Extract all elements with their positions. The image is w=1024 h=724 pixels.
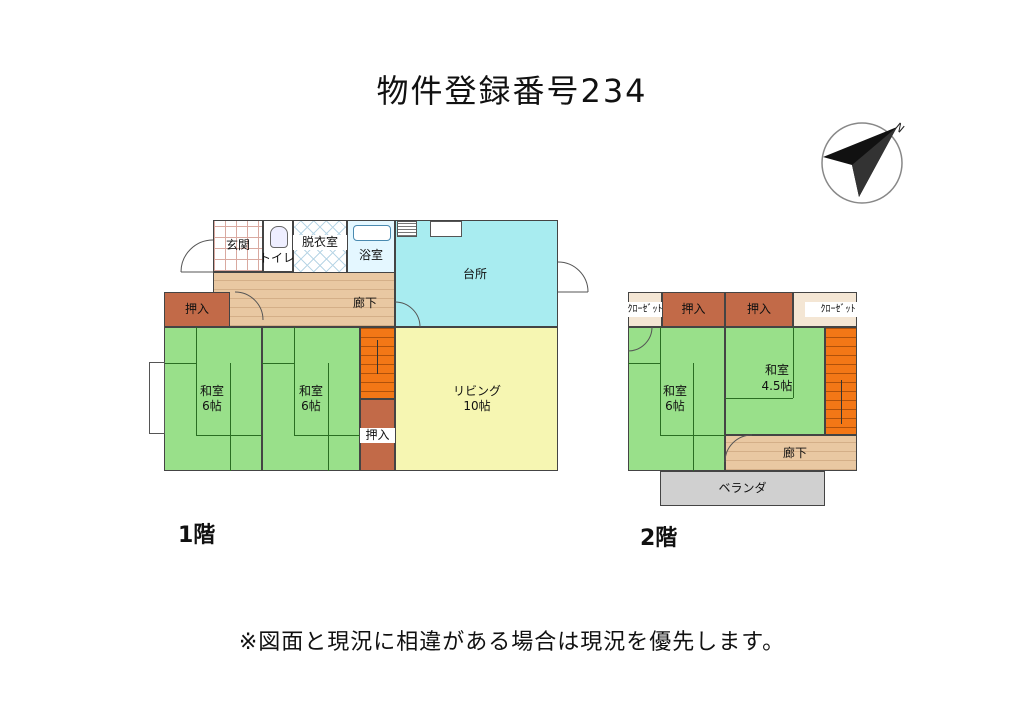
washitsu-left-label-2: 6帖 bbox=[202, 399, 222, 413]
closet-2f-1-label: 押入 bbox=[681, 302, 706, 316]
washitsu-mid bbox=[262, 327, 360, 471]
bath-label: 浴室 bbox=[358, 248, 383, 262]
veranda bbox=[660, 471, 825, 506]
stairs-arrow-icon bbox=[377, 340, 378, 374]
toilet-label: トイレ bbox=[258, 251, 295, 265]
closet-2f-1 bbox=[662, 292, 725, 327]
living-label-1: リビング bbox=[452, 384, 501, 398]
floor2-label: 2階 bbox=[640, 526, 678, 551]
page-title: 物件登録番号234 bbox=[376, 72, 648, 110]
washitsu-mid-label-2: 6帖 bbox=[301, 399, 321, 413]
washitsu-mid-label-1: 和室 bbox=[298, 384, 323, 398]
closet-top bbox=[164, 292, 230, 327]
living-label-2: 10帖 bbox=[463, 399, 491, 413]
closet-2f-2 bbox=[725, 292, 793, 327]
stove-icon bbox=[397, 221, 417, 237]
north-label: N bbox=[892, 120, 907, 135]
closet-mid-label: 押入 bbox=[360, 428, 395, 443]
toilet-icon bbox=[270, 226, 288, 248]
washitsu-2f-a-label-2: 6帖 bbox=[665, 399, 685, 413]
sink-icon bbox=[430, 221, 462, 237]
disclaimer-note: ※図面と現況に相違がある場合は現況を優先します。 bbox=[238, 630, 786, 655]
living bbox=[395, 327, 558, 471]
closet-w-right-label: ｸﾛｰｾﾞｯﾄ bbox=[805, 302, 871, 317]
kitchen bbox=[395, 220, 558, 327]
washitsu-2f-a-label-1: 和室 bbox=[662, 384, 687, 398]
washitsu-2f-b-label-1: 和室 bbox=[764, 363, 789, 377]
bathtub-icon bbox=[353, 225, 391, 241]
hallway-1f-label: 廊下 bbox=[352, 296, 377, 310]
genkan bbox=[213, 220, 263, 272]
genkan-label: 玄関 bbox=[225, 238, 250, 252]
kitchen-label: 台所 bbox=[462, 267, 487, 281]
window-left bbox=[149, 362, 165, 434]
washitsu-2f-b-label-2: 4.5帖 bbox=[761, 379, 793, 393]
veranda-label: ベランダ bbox=[718, 481, 767, 495]
hallway-2f-label: 廊下 bbox=[782, 446, 807, 460]
washitsu-left-label-1: 和室 bbox=[199, 384, 224, 398]
stairs-2f-arrow-icon bbox=[841, 380, 842, 424]
closet-2f-2-label: 押入 bbox=[746, 302, 771, 316]
dressing-label: 脱衣室 bbox=[293, 235, 347, 250]
washitsu-2f-a bbox=[628, 327, 725, 471]
washitsu-2f-b bbox=[725, 327, 825, 435]
floor1-label: 1階 bbox=[178, 523, 216, 548]
closet-top-label: 押入 bbox=[184, 302, 209, 316]
